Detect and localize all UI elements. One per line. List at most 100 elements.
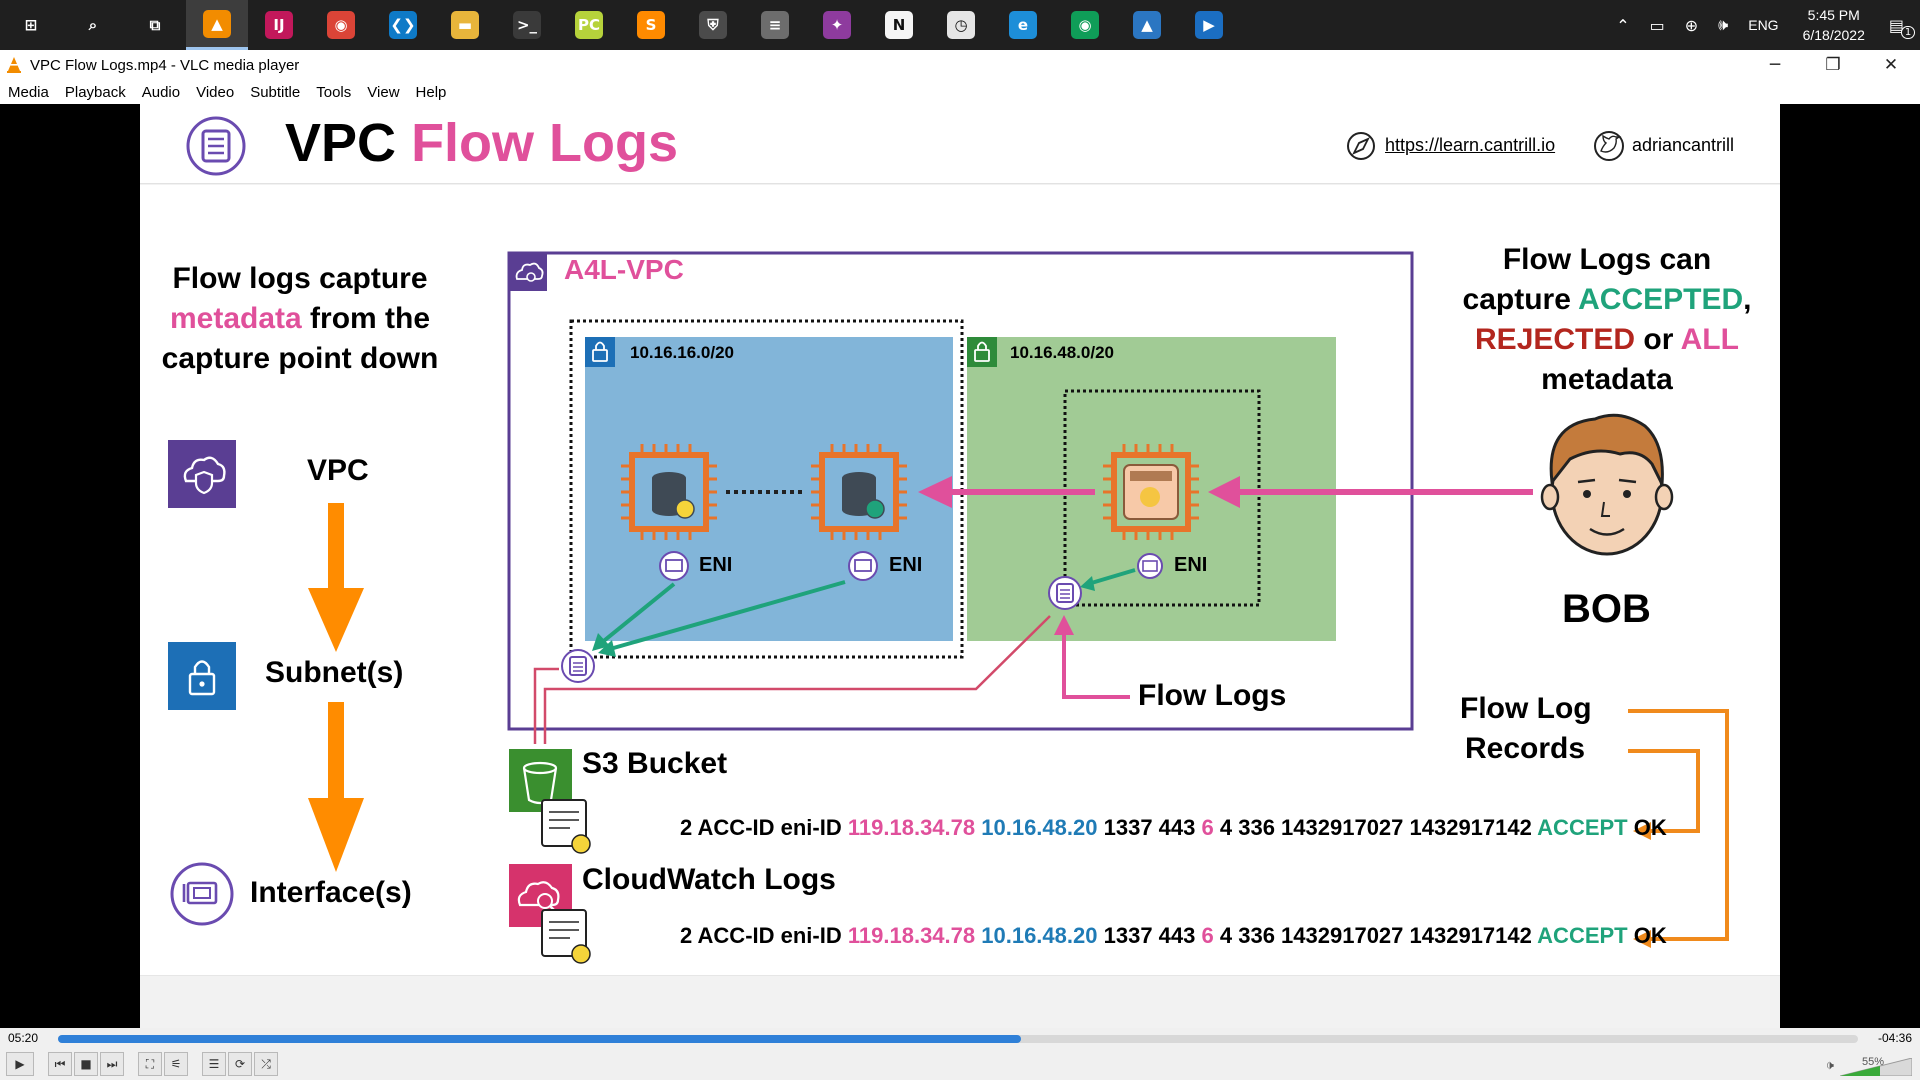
capture-types-line4: metadata bbox=[1541, 363, 1673, 396]
clock[interactable]: 5:45 PM 6/18/2022 bbox=[1803, 5, 1865, 45]
playlist-button[interactable]: ☰ bbox=[202, 1052, 226, 1076]
battery-icon[interactable]: ▭ bbox=[1649, 15, 1665, 35]
eni-icon bbox=[1137, 553, 1163, 579]
notion-icon[interactable]: N bbox=[868, 0, 930, 50]
task-view-icon[interactable]: ⧉ bbox=[124, 0, 186, 50]
file-explorer-icon[interactable]: ▬ bbox=[434, 0, 496, 50]
video-editor-icon[interactable]: ▶ bbox=[1178, 0, 1240, 50]
time-elapsed[interactable]: 05:20 bbox=[8, 1031, 39, 1045]
speaker-icon[interactable]: 🕪 bbox=[1718, 15, 1729, 34]
record-protocol: 6 bbox=[1201, 815, 1214, 840]
record-dst-ip: 10.16.48.20 bbox=[981, 923, 1098, 948]
menu-media[interactable]: Media bbox=[8, 83, 49, 101]
video-area[interactable]: VPC Flow Logs https://learn.cantrill.io … bbox=[0, 104, 1920, 1028]
subnet-b-lock-icon bbox=[967, 337, 997, 367]
menu-view[interactable]: View bbox=[367, 83, 400, 101]
eni-label: ENI bbox=[1174, 554, 1208, 576]
chevron-up-icon[interactable]: ⌃ bbox=[1616, 15, 1630, 35]
record-ports: 1337 443 bbox=[1103, 923, 1196, 948]
slide-footer bbox=[140, 975, 1780, 1028]
website-link[interactable]: https://learn.cantrill.io bbox=[1385, 135, 1556, 155]
security-icon[interactable]: ⛨ bbox=[682, 0, 744, 50]
menu-playback[interactable]: Playback bbox=[64, 83, 126, 101]
record-rest: 4 336 1432917027 1432917142 bbox=[1219, 815, 1532, 840]
vscode-icon[interactable]: ❮❯ bbox=[372, 0, 434, 50]
play-button[interactable]: ▶ bbox=[6, 1052, 34, 1076]
language-indicator[interactable]: ENG bbox=[1748, 17, 1779, 33]
cloudwatch-logs-label: CloudWatch Logs bbox=[582, 863, 836, 896]
eni-label: ENI bbox=[889, 554, 923, 576]
volume-slider[interactable] bbox=[1840, 1058, 1912, 1076]
intellij-icon[interactable]: IJ bbox=[248, 0, 310, 50]
pycharm-icon-glyph: PC bbox=[575, 11, 603, 39]
speaker-icon[interactable]: 🕩 bbox=[1825, 1058, 1834, 1073]
vlc-icon-glyph: ▲ bbox=[203, 9, 231, 38]
clock-date: 6/18/2022 bbox=[1802, 27, 1865, 43]
stack-icon[interactable]: ≡ bbox=[744, 0, 806, 50]
subnet-a-lock-icon bbox=[585, 337, 615, 367]
capture-description-line1: Flow logs capture bbox=[172, 262, 428, 295]
clock-app-icon[interactable]: ◷ bbox=[930, 0, 992, 50]
menu-tools[interactable]: Tools bbox=[316, 83, 352, 101]
menu-subtitle[interactable]: Subtitle bbox=[250, 83, 301, 101]
next-button[interactable]: ⏭ bbox=[100, 1052, 124, 1076]
restore-button[interactable]: ❐ bbox=[1825, 55, 1841, 75]
flow-log-record: 2 ACC-ID eni-ID 119.18.34.78 10.16.48.20… bbox=[680, 923, 1667, 949]
chrome-profile-icon[interactable]: ◉ bbox=[1054, 0, 1116, 50]
notification-center-icon[interactable]: ▤1 bbox=[1889, 16, 1916, 39]
subnet-b-cidr: 10.16.48.0/20 bbox=[1010, 343, 1114, 362]
edge-icon[interactable]: e bbox=[992, 0, 1054, 50]
minimize-button[interactable]: ─ bbox=[1769, 55, 1781, 75]
capture-description-keyword: metadata bbox=[169, 302, 302, 335]
ec2-instance-icon bbox=[1103, 444, 1199, 540]
slide-body bbox=[140, 185, 1780, 975]
menu-help[interactable]: Help bbox=[415, 83, 447, 101]
stack-icon-glyph: ≡ bbox=[761, 11, 789, 39]
eni-icon bbox=[659, 551, 689, 581]
volume-level: 55% bbox=[1861, 1056, 1884, 1068]
chrome-icon[interactable]: ◉ bbox=[310, 0, 372, 50]
media-editor-icon[interactable]: ✦ bbox=[806, 0, 868, 50]
network-icon[interactable]: ⊕ bbox=[1684, 15, 1699, 35]
shuffle-button[interactable]: ⤮ bbox=[254, 1052, 278, 1076]
chrome-profile-icon-glyph: ◉ bbox=[1071, 11, 1099, 39]
notification-badge: 1 bbox=[1900, 25, 1916, 39]
log-delivery-line bbox=[533, 667, 559, 744]
terminal-icon[interactable]: >_ bbox=[496, 0, 558, 50]
seek-bar[interactable] bbox=[58, 1035, 1858, 1043]
search-icon[interactable]: ⌕ bbox=[62, 0, 124, 50]
flow-log-records-line2: Records bbox=[1464, 732, 1586, 765]
edge-icon-glyph: e bbox=[1009, 11, 1037, 39]
stop-button[interactable]: ■ bbox=[74, 1052, 98, 1076]
menu-audio[interactable]: Audio bbox=[141, 83, 181, 101]
capture-arrow-head bbox=[598, 640, 616, 657]
records-bracket bbox=[1628, 709, 1729, 941]
flow-logs-pointer bbox=[1062, 629, 1130, 699]
extended-settings-button[interactable]: ⚟ bbox=[164, 1052, 188, 1076]
subnet-a-box bbox=[585, 337, 953, 641]
search-icon-glyph: ⌕ bbox=[88, 16, 98, 34]
time-remaining[interactable]: -04:36 bbox=[1877, 1031, 1912, 1045]
terminal-icon-glyph: >_ bbox=[513, 11, 541, 39]
vlc-cone-icon bbox=[7, 57, 21, 73]
records-arrow-head bbox=[1633, 930, 1651, 948]
chrome-icon-glyph: ◉ bbox=[327, 11, 355, 39]
previous-button[interactable]: ⏮ bbox=[48, 1052, 72, 1076]
hierarchy-arrow bbox=[308, 702, 364, 872]
windows-start-icon[interactable]: ⊞ bbox=[0, 0, 62, 50]
menu-video[interactable]: Video bbox=[196, 83, 235, 101]
photos-icon[interactable]: ▲ bbox=[1116, 0, 1178, 50]
video-editor-icon-glyph: ▶ bbox=[1195, 11, 1223, 39]
vlc-icon[interactable]: ▲ bbox=[186, 0, 248, 50]
sublime-icon[interactable]: S bbox=[620, 0, 682, 50]
window-controls: ─ ❐ ✕ bbox=[1746, 50, 1920, 80]
taskbar-apps: ⊞ ⌕ ⧉ ▲ IJ ◉ ❮❯▬ >_ PC S⛨ ≡ ✦N◷ e ◉ ▲ ▶ bbox=[0, 0, 1240, 50]
close-button[interactable]: ✕ bbox=[1883, 55, 1899, 75]
slide-header bbox=[140, 104, 1780, 184]
capture-types-description: Flow Logs can capture ACCEPTED, REJECTED… bbox=[1440, 240, 1774, 400]
fullscreen-button[interactable]: ⛶ bbox=[138, 1052, 162, 1076]
capture-description-line3: capture point down bbox=[161, 342, 439, 375]
loop-button[interactable]: ⟳ bbox=[228, 1052, 252, 1076]
vpc-cloud-icon bbox=[509, 253, 547, 291]
pycharm-icon[interactable]: PC bbox=[558, 0, 620, 50]
